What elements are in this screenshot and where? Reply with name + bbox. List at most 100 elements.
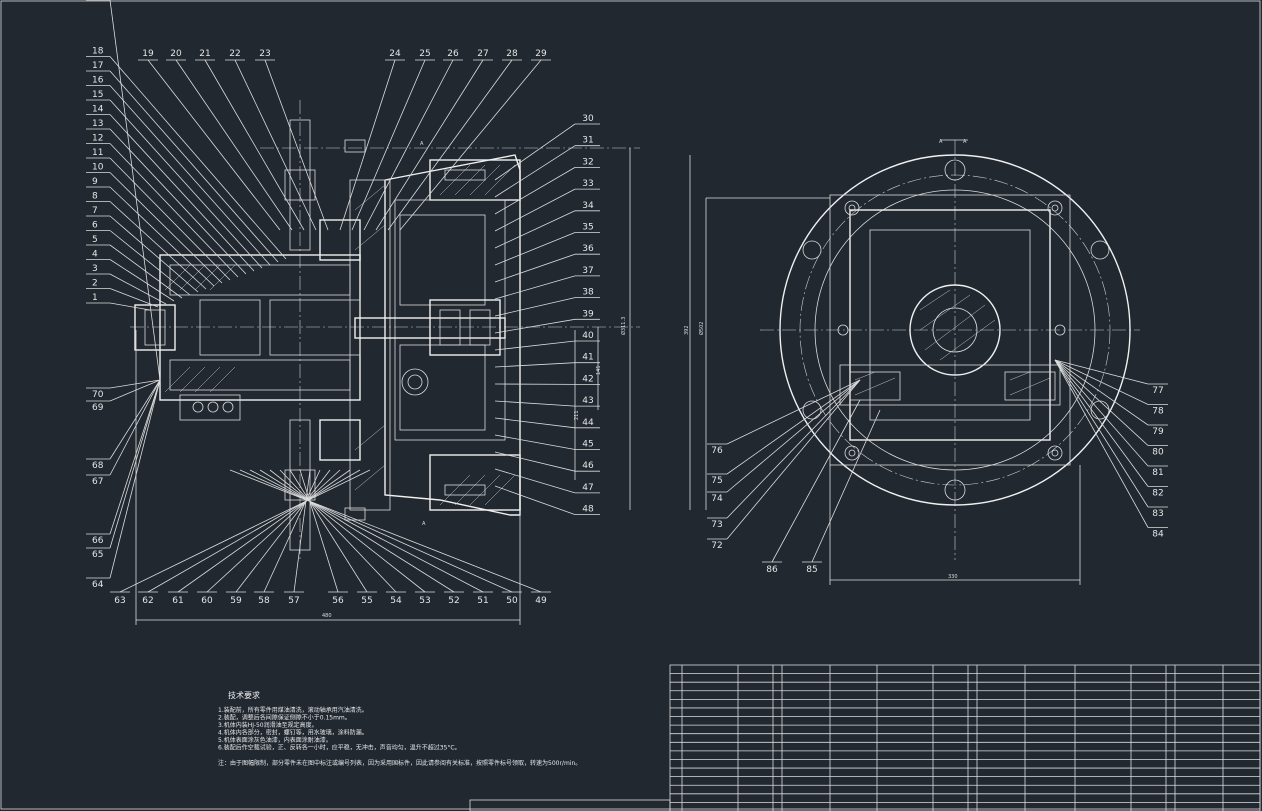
leader-line xyxy=(229,469,542,593)
callout-81: 81 xyxy=(1152,468,1163,478)
callout-84: 84 xyxy=(1152,530,1164,540)
callout-75: 75 xyxy=(711,476,722,486)
callout-42: 42 xyxy=(582,374,593,384)
callout-60: 60 xyxy=(201,596,213,606)
leader-line xyxy=(726,379,861,540)
callout-29: 29 xyxy=(535,49,547,59)
callout-56: 56 xyxy=(332,596,344,606)
callout-7: 7 xyxy=(92,206,98,216)
callout-31: 31 xyxy=(582,136,593,146)
callout-22: 22 xyxy=(229,49,240,59)
callout-11: 11 xyxy=(92,148,103,158)
leader-line xyxy=(109,85,271,266)
bom-cell xyxy=(669,664,1261,811)
leader-line xyxy=(263,469,321,593)
leader-line xyxy=(109,99,263,269)
leader-line xyxy=(147,469,361,593)
svg-text:330: 330 xyxy=(948,574,958,580)
leader-line xyxy=(1054,359,1149,528)
leader-line xyxy=(119,469,371,593)
leader-line xyxy=(234,59,317,231)
tech-note-2: 2.装配，调整后各间隙保证侧隙不小于0.15mm。 xyxy=(218,714,351,722)
svg-text:Ø502: Ø502 xyxy=(698,322,705,335)
leader-line xyxy=(494,451,576,472)
leader-line xyxy=(494,485,576,515)
callout-24: 24 xyxy=(389,49,401,59)
callout-46: 46 xyxy=(582,461,594,471)
callout-64: 64 xyxy=(92,580,104,590)
callout-49: 49 xyxy=(535,596,547,606)
leader-line xyxy=(1054,359,1149,446)
leader-line xyxy=(1054,359,1149,405)
leader-line xyxy=(109,259,175,302)
leader-line xyxy=(109,56,287,260)
leader-line xyxy=(387,59,513,231)
leader-line xyxy=(249,469,484,593)
leader-line xyxy=(1054,359,1149,426)
leader-lines xyxy=(86,0,1168,593)
callout-44: 44 xyxy=(582,418,594,428)
callout-10: 10 xyxy=(92,163,104,173)
callout-19: 19 xyxy=(142,49,154,59)
callout-15: 15 xyxy=(92,90,103,100)
leader-line xyxy=(109,379,161,535)
leader-line xyxy=(494,400,576,407)
leader-line xyxy=(264,59,329,231)
tech-remark: 注：由于图幅限制，部分零件未在图中标注或编号列表，因为采用国标件，因此请参阅有关… xyxy=(218,759,581,767)
leader-line xyxy=(147,59,281,231)
bom-cell xyxy=(469,799,671,811)
leader-line xyxy=(109,70,279,263)
callout-76: 76 xyxy=(711,446,723,456)
leader-line xyxy=(494,275,576,300)
callout-28: 28 xyxy=(506,49,518,59)
callout-8: 8 xyxy=(92,192,98,202)
callout-39: 39 xyxy=(582,309,594,319)
svg-text:211: 211 xyxy=(574,410,580,420)
leader-line xyxy=(289,469,368,593)
svg-text:480: 480 xyxy=(322,613,332,619)
leader-line xyxy=(1054,359,1149,467)
callout-27: 27 xyxy=(477,49,488,59)
callout-12: 12 xyxy=(92,134,103,144)
callout-21: 21 xyxy=(199,49,210,59)
callout-61: 61 xyxy=(172,596,183,606)
leader-line xyxy=(109,302,151,311)
section-mark-top: A xyxy=(420,141,424,147)
callout-40: 40 xyxy=(582,331,594,341)
leader-line xyxy=(811,409,881,563)
leader-line xyxy=(339,59,396,231)
leader-line xyxy=(235,469,331,593)
leader-line xyxy=(494,417,576,429)
callout-70: 70 xyxy=(92,390,104,400)
leader-line xyxy=(109,273,167,305)
leader-line xyxy=(109,379,161,549)
callout-66: 66 xyxy=(92,536,104,546)
callout-55: 55 xyxy=(361,596,372,606)
callout-1: 1 xyxy=(92,293,98,303)
leader-line xyxy=(175,59,293,231)
tech-note-1: 1.装配前，所有零件用煤油清洗，滚动轴承用汽油清洗。 xyxy=(218,706,368,714)
callout-38: 38 xyxy=(582,288,594,298)
callout-13: 13 xyxy=(92,119,103,129)
left-section-view: 480 Ø311.3 145 211 A A xyxy=(130,100,640,625)
leader-line xyxy=(109,379,161,579)
callout-77: 77 xyxy=(1152,386,1163,396)
callout-65: 65 xyxy=(92,550,103,560)
callout-73: 73 xyxy=(711,520,722,530)
section-mark-bottom: A xyxy=(422,521,426,527)
leader-line xyxy=(206,469,341,593)
callout-78: 78 xyxy=(1152,407,1164,417)
leader-line xyxy=(109,0,161,381)
callout-69: 69 xyxy=(92,403,104,413)
callout-4: 4 xyxy=(92,250,98,260)
leader-line xyxy=(109,201,207,290)
callout-47: 47 xyxy=(582,483,593,493)
callout-63: 63 xyxy=(114,596,125,606)
callout-71: 71 xyxy=(92,0,103,3)
callout-45: 45 xyxy=(582,440,593,450)
callout-37: 37 xyxy=(582,266,593,276)
callout-79: 79 xyxy=(1152,427,1164,437)
